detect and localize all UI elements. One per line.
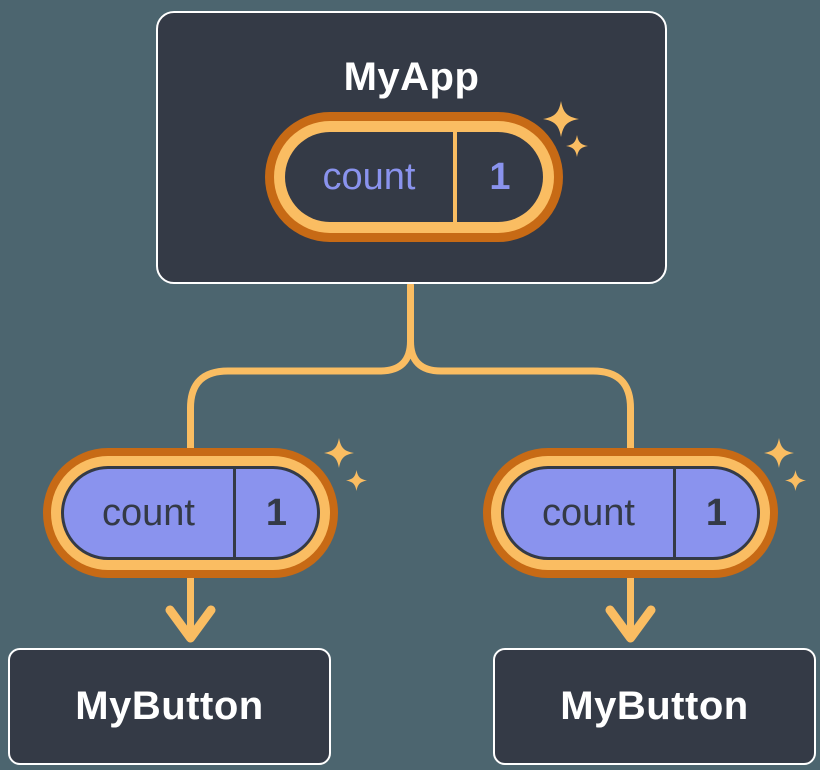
- pill-label: count: [542, 491, 635, 534]
- sparkle-icon: [543, 101, 579, 137]
- branch-right-line: [407, 337, 634, 637]
- pill-value: 1: [265, 491, 288, 534]
- arrow-down-icon: [605, 605, 656, 643]
- prop-pill-left: count 1: [43, 448, 338, 578]
- pill-divider: [453, 132, 457, 222]
- pill-label: count: [322, 155, 416, 198]
- branch-left-line: [187, 337, 414, 637]
- mybutton-node-right: MyButton: [493, 648, 816, 765]
- mybutton-node-left: MyButton: [8, 648, 331, 765]
- sparkle-icon: [785, 470, 806, 491]
- sparkle-icon: [566, 135, 588, 157]
- sparkle-icon: [324, 438, 354, 468]
- pill-divider: [673, 469, 676, 557]
- state-pill: count 1: [265, 112, 563, 242]
- sparkle-icon: [764, 438, 794, 468]
- arrow-down-icon: [165, 605, 216, 643]
- pill-body: count 1: [285, 132, 543, 222]
- pill-value: 1: [705, 491, 728, 534]
- prop-pill-right: count 1: [483, 448, 778, 578]
- node-title: MyApp: [343, 55, 480, 99]
- pill-body: count 1: [501, 466, 760, 560]
- pill-body: count 1: [61, 466, 320, 560]
- pill-label: count: [102, 491, 195, 534]
- pill-value: 1: [489, 155, 511, 198]
- node-title: MyButton: [560, 684, 749, 728]
- pill-divider: [233, 469, 236, 557]
- sparkle-icon: [346, 470, 367, 491]
- node-title: MyButton: [75, 684, 264, 728]
